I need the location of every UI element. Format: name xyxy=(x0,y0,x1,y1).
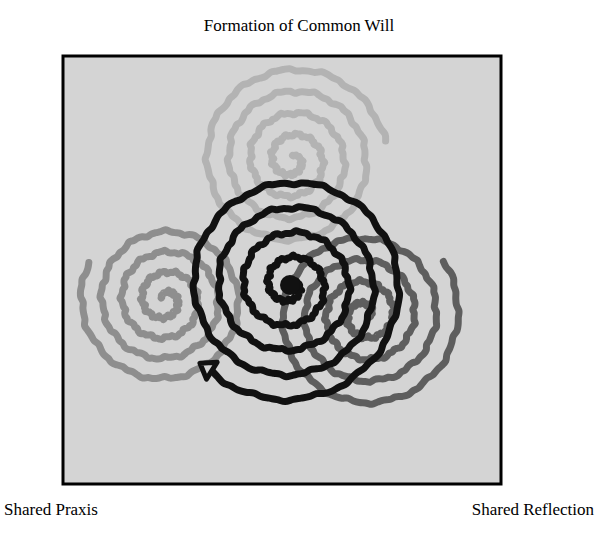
top-spiral xyxy=(205,69,385,242)
left-spiral xyxy=(80,230,239,379)
corner-label: Shared Reflection xyxy=(472,500,594,520)
center-dot xyxy=(280,275,300,295)
frame-box xyxy=(63,56,501,484)
spiral-group xyxy=(80,69,459,405)
central-spiral xyxy=(193,183,400,402)
corner-label: Formation of Common Will xyxy=(204,16,394,36)
arrowhead xyxy=(200,362,217,379)
corner-label: Shared Praxis xyxy=(4,500,98,520)
